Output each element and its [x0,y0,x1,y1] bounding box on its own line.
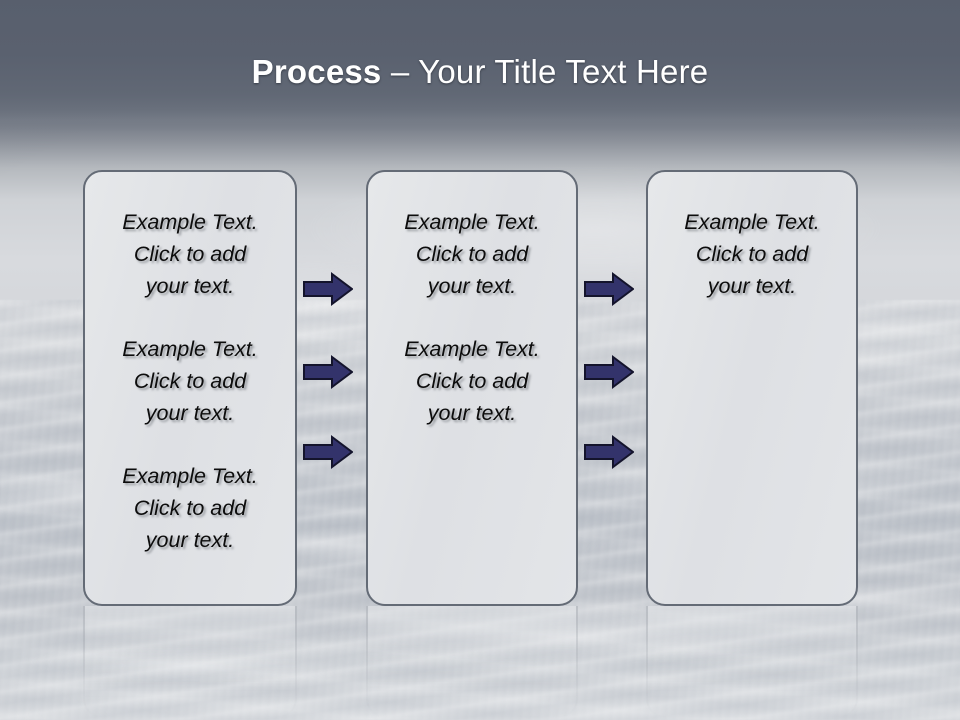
text-block[interactable]: Example Text. Click to add your text. [684,210,820,298]
arrow-right-icon[interactable] [584,272,634,306]
page-title: Process – Your Title Text Here [0,52,960,92]
process-box-column-2[interactable]: Example Text. Click to add your text. Ex… [366,170,578,606]
page-title-rest: – Your Title Text Here [381,53,709,90]
process-box-column-2-content: Example Text. Click to add your text. Ex… [368,206,576,429]
process-box-column-1-content: Example Text. Click to add your text. Ex… [85,206,295,556]
text-block[interactable]: Example Text. Click to add your text. [404,210,540,298]
arrow-right-icon[interactable] [303,272,353,306]
process-box-column-1[interactable]: Example Text. Click to add your text. Ex… [83,170,297,606]
arrow-right-icon[interactable] [303,435,353,469]
process-box-column-3[interactable]: Example Text. Click to add your text. [646,170,858,606]
process-box-column-3-content: Example Text. Click to add your text. [648,206,856,302]
title-band [0,0,960,132]
text-block[interactable]: Example Text. Click to add your text. [122,210,258,298]
text-block[interactable]: Example Text. Click to add your text. [122,337,258,425]
arrow-right-icon[interactable] [303,355,353,389]
text-block[interactable]: Example Text. Click to add your text. [122,464,258,552]
page-title-bold: Process [251,53,382,90]
text-block[interactable]: Example Text. Click to add your text. [404,337,540,425]
arrow-right-icon[interactable] [584,355,634,389]
arrow-right-icon[interactable] [584,435,634,469]
